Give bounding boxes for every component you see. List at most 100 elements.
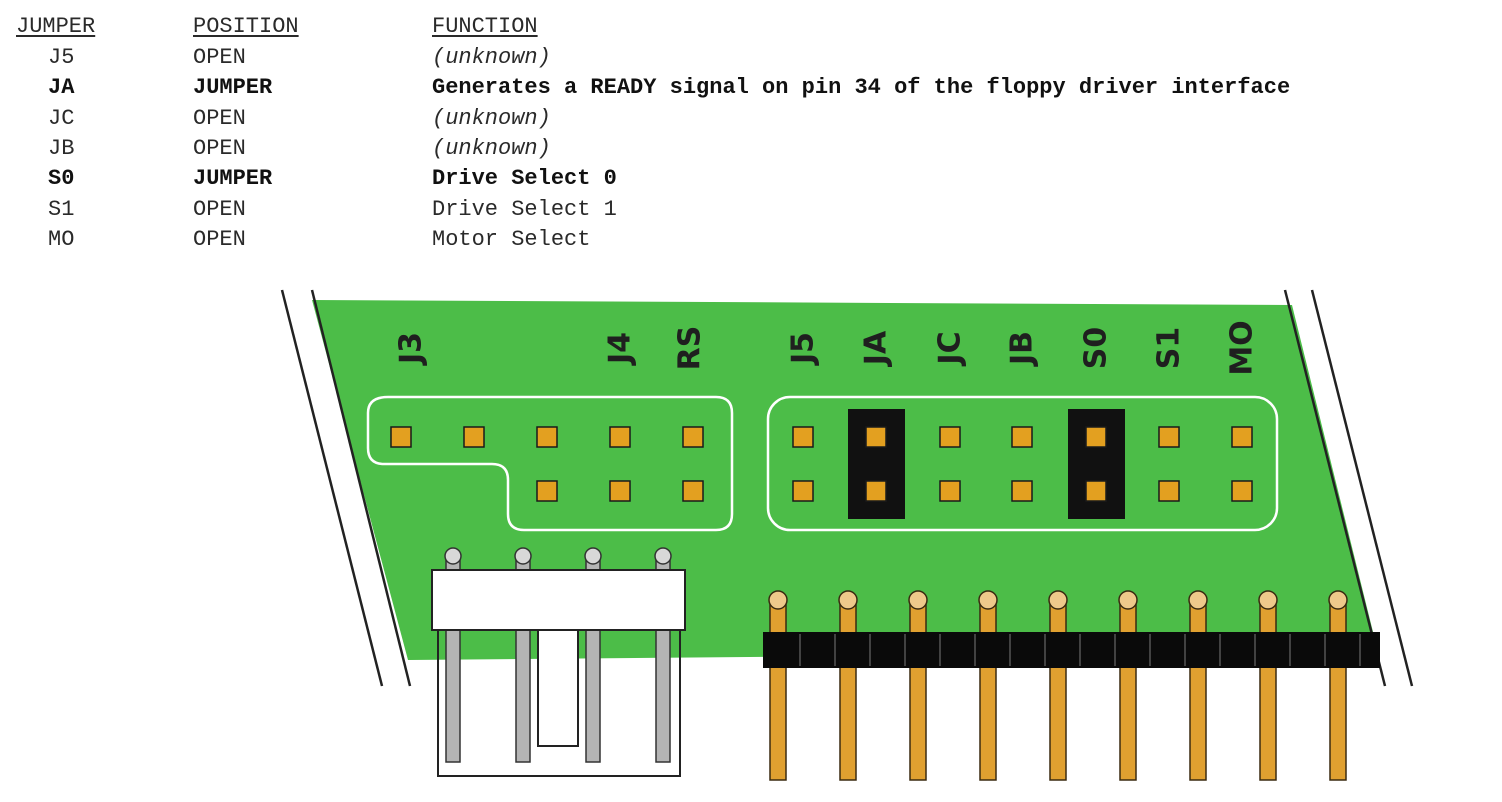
label-ja: JA — [859, 330, 894, 367]
table-row: JB OPEN (unknown) — [0, 136, 1502, 166]
jumper-cell: S0 — [48, 166, 75, 191]
table-row: S1 OPEN Drive Select 1 — [0, 197, 1502, 227]
jumper-cell: MO — [48, 227, 75, 252]
silkscreen-outline-jumpers — [766, 395, 1279, 532]
jumper-cap-ja — [848, 409, 905, 519]
position-cell: OPEN — [193, 106, 246, 131]
header-dividers — [799, 634, 1361, 666]
jumper-labels: J3 J4 RS J5 JA JC JB S0 S1 MO — [394, 320, 1260, 375]
silkscreen-outline-power — [366, 395, 734, 532]
table-row: J5 OPEN (unknown) — [0, 45, 1502, 75]
pad — [1158, 426, 1180, 448]
pad — [865, 426, 887, 448]
header-position: POSITION — [193, 14, 299, 39]
pad — [682, 480, 704, 502]
power-connector-skirt — [437, 630, 681, 777]
pad — [536, 480, 558, 502]
pad — [1011, 480, 1033, 502]
function-cell: (unknown) — [432, 106, 551, 131]
jumper-cell: S1 — [48, 197, 75, 222]
jumper-cell: JB — [48, 136, 75, 161]
header-pin — [909, 599, 927, 781]
pad — [390, 426, 412, 448]
function-cell: (unknown) — [432, 136, 551, 161]
jumper-cell: J5 — [48, 45, 75, 70]
header-jumper: JUMPER — [16, 14, 96, 39]
header-pin — [1119, 599, 1137, 781]
label-rs: RS — [673, 326, 708, 371]
header-block — [763, 632, 1380, 668]
function-cell: Drive Select 1 — [432, 197, 617, 222]
position-cell: OPEN — [193, 197, 246, 222]
header-pin-tip — [1188, 590, 1208, 610]
header-pin — [979, 599, 997, 781]
pad — [609, 426, 631, 448]
header-pin-tip — [1118, 590, 1138, 610]
header-pin — [1049, 599, 1067, 781]
header-pin-tip — [768, 590, 788, 610]
header-function: FUNCTION — [432, 14, 538, 39]
jumper-cell: JA — [48, 75, 75, 100]
header-pin-tip — [1048, 590, 1068, 610]
board-edge-left-outer — [280, 289, 384, 687]
jumper-table: JUMPER POSITION FUNCTION J5 OPEN (unknow… — [0, 0, 1502, 260]
position-cell: JUMPER — [193, 166, 273, 191]
pad — [939, 426, 961, 448]
header-pin-tip — [908, 590, 928, 610]
header-pin — [1259, 599, 1277, 781]
label-j3: J3 — [394, 332, 429, 366]
table-row: JA JUMPER Generates a READY signal on pi… — [0, 75, 1502, 105]
position-cell: OPEN — [193, 45, 246, 70]
board-edge-left-inner — [310, 289, 412, 687]
label-jc: JC — [933, 331, 968, 366]
power-connector-housing — [431, 569, 686, 631]
power-connector-key — [537, 629, 579, 747]
pad — [682, 426, 704, 448]
position-cell: JUMPER — [193, 75, 273, 100]
pad — [939, 480, 961, 502]
function-cell: Motor Select — [432, 227, 591, 252]
label-jb: JB — [1005, 331, 1040, 367]
header-pin — [1329, 599, 1347, 781]
board-edge-right-inner — [1310, 289, 1414, 687]
header-pin-tip — [978, 590, 998, 610]
pad — [1231, 426, 1253, 448]
pin-header — [763, 590, 1380, 781]
position-cell: OPEN — [193, 136, 246, 161]
label-s1: S1 — [1152, 327, 1187, 369]
header-pin-tip — [1328, 590, 1348, 610]
pad — [1085, 480, 1107, 502]
pad — [1085, 426, 1107, 448]
pad — [792, 426, 814, 448]
power-pin-tip — [654, 547, 672, 565]
table-row: JC OPEN (unknown) — [0, 106, 1502, 136]
power-pin-tip — [514, 547, 532, 565]
pad — [1231, 480, 1253, 502]
label-mo: MO — [1225, 320, 1260, 375]
header-pin — [769, 599, 787, 781]
function-cell: Generates a READY signal on pin 34 of th… — [432, 75, 1291, 100]
power-connector — [431, 547, 686, 777]
header-pin — [1189, 599, 1207, 781]
header-pin-tip — [838, 590, 858, 610]
pad — [1011, 426, 1033, 448]
table-row: S0 JUMPER Drive Select 0 — [0, 166, 1502, 196]
pad — [536, 426, 558, 448]
label-j4: J4 — [603, 332, 638, 366]
pad — [463, 426, 485, 448]
pad — [1158, 480, 1180, 502]
solder-pads — [390, 426, 1253, 502]
header-pins — [768, 590, 1348, 781]
function-cell: (unknown) — [432, 45, 551, 70]
label-j5: J5 — [786, 332, 821, 366]
pad — [792, 480, 814, 502]
label-s0: S0 — [1079, 327, 1114, 369]
jumper-cap-s0 — [1068, 409, 1125, 519]
header-pin — [839, 599, 857, 781]
function-cell: Drive Select 0 — [432, 166, 617, 191]
board-edge-right-outer — [1283, 289, 1387, 687]
jumper-cell: JC — [48, 106, 75, 131]
power-pin-tip — [584, 547, 602, 565]
header-pin-tip — [1258, 590, 1278, 610]
